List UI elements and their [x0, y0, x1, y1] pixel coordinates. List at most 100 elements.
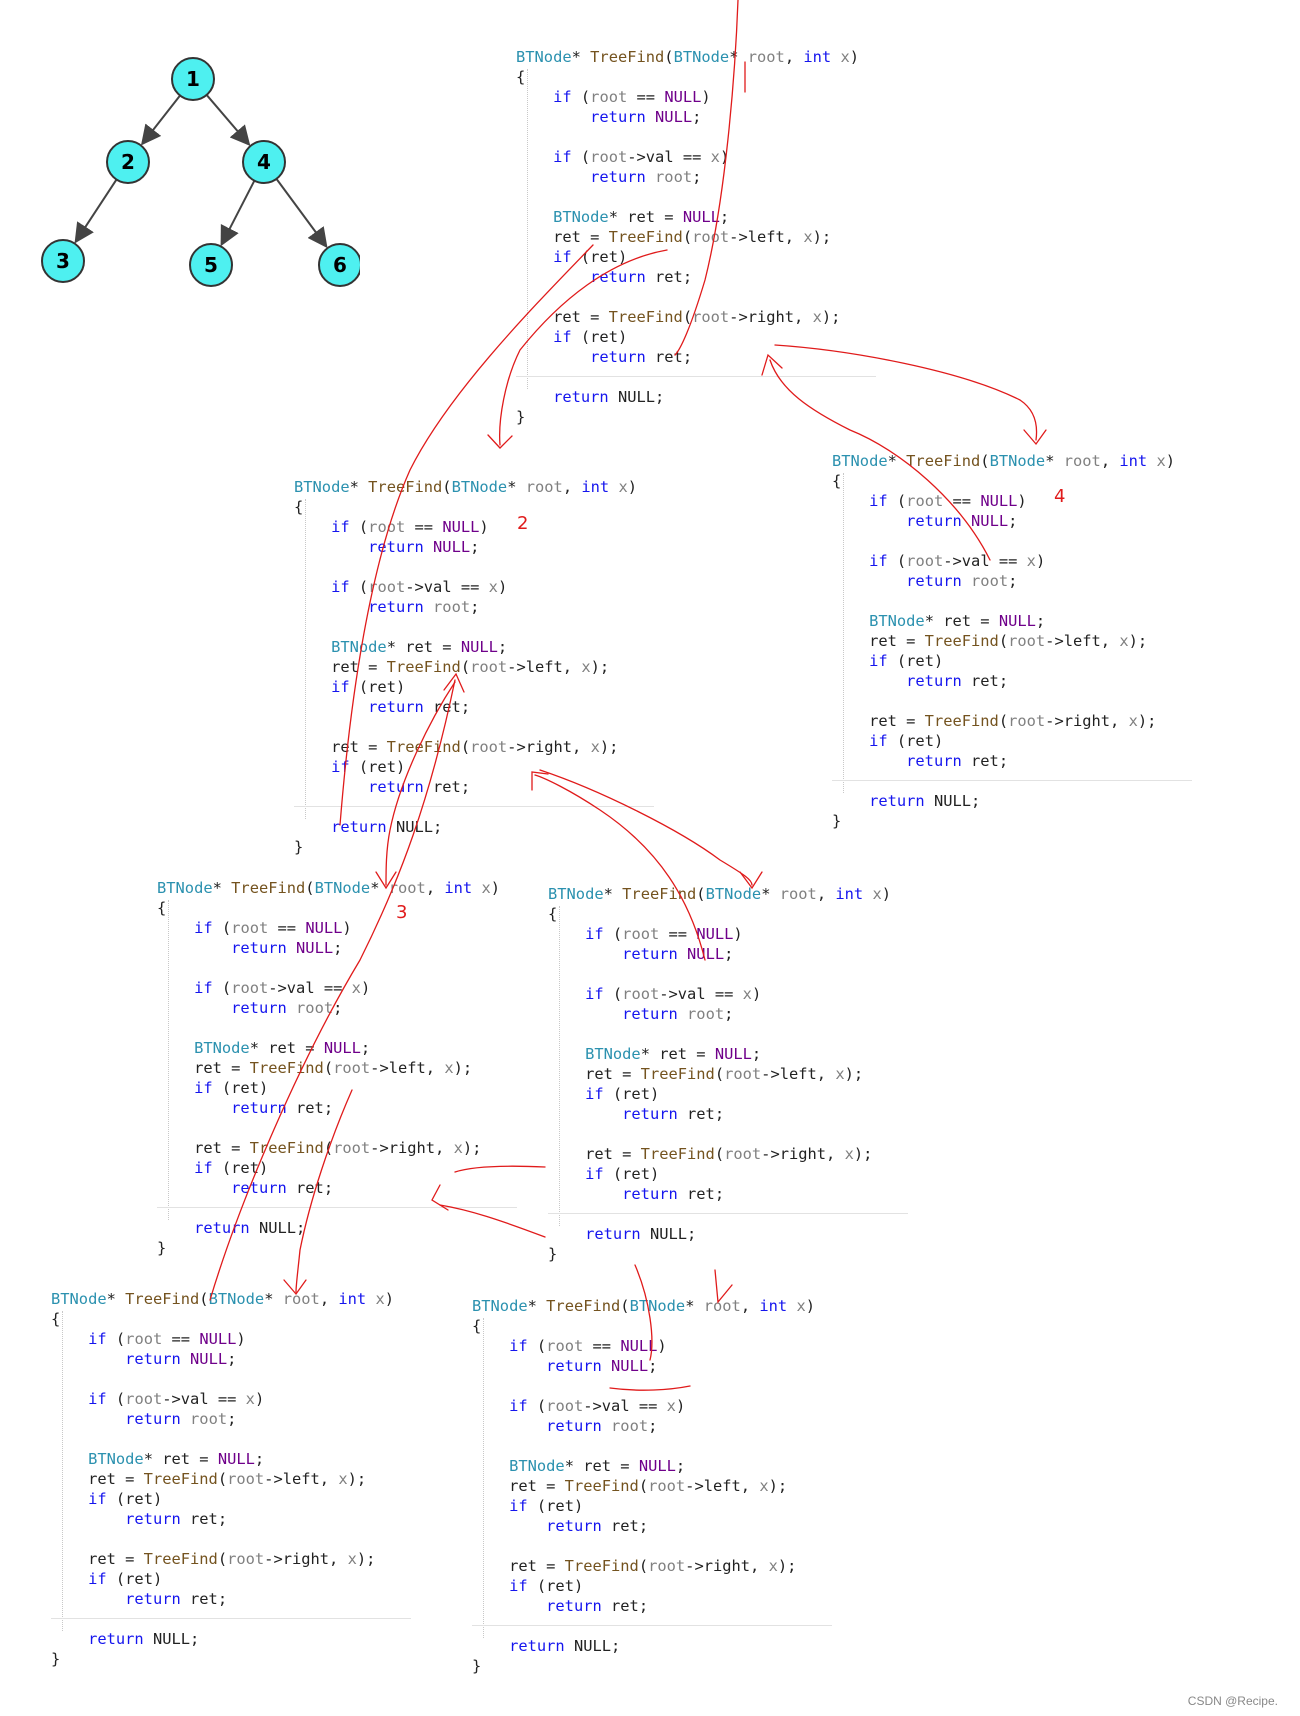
code-token: }: [472, 1657, 482, 1675]
code-token: root: [590, 148, 628, 166]
code-line: {: [548, 904, 891, 924]
code-line: return NULL;: [548, 1224, 891, 1244]
code-token: [294, 518, 331, 536]
arrowhead: [1023, 429, 1047, 446]
code-token: [548, 1085, 585, 1103]
code-token: x: [803, 228, 813, 246]
code-line: if (ret): [548, 1164, 891, 1184]
code-token: [516, 388, 553, 406]
code-token: (: [527, 1337, 547, 1355]
code-line: return root;: [548, 1004, 891, 1024]
indent-guide: [168, 900, 169, 1220]
code-token: return: [590, 268, 646, 286]
code-line: if (root == NULL): [472, 1336, 815, 1356]
code-token: TreeFind: [143, 1550, 218, 1568]
code-token: if: [331, 678, 350, 696]
code-token: BTNode: [548, 885, 604, 903]
code-token: TreeFind: [924, 712, 999, 730]
code-line: return NULL;: [516, 107, 859, 127]
code-token: return: [231, 1179, 287, 1197]
code-token: );: [590, 658, 610, 676]
code-token: ;: [1008, 572, 1018, 590]
code-token: NULL;: [386, 818, 443, 836]
code-token: ->right,: [761, 1145, 845, 1163]
code-line: return NULL;: [472, 1356, 815, 1376]
code-token: (ret): [603, 1085, 660, 1103]
code-token: ;: [724, 945, 734, 963]
code-token: TreeFind: [231, 879, 306, 897]
code-token: (ret): [527, 1497, 584, 1515]
code-token: ==: [627, 88, 665, 106]
code-token: ret;: [961, 672, 1009, 690]
code-token: [832, 732, 869, 750]
block-node-3: BTNode* TreeFind(BTNode* root, int x){ i…: [157, 878, 517, 1258]
code-token: root: [692, 228, 730, 246]
code-token: if: [194, 919, 213, 937]
code-token: BTNode: [314, 879, 371, 897]
code-token: (: [349, 578, 369, 596]
code-token: (: [199, 1290, 209, 1308]
code-token: * ret =: [386, 638, 461, 656]
code-token: TreeFind: [143, 1470, 218, 1488]
code-token: NULL: [638, 1457, 676, 1475]
code-token: (: [460, 738, 471, 756]
code-token: ): [479, 518, 489, 536]
code-token: x: [488, 578, 498, 596]
code-line: [157, 1018, 500, 1038]
code-token: [51, 1330, 88, 1348]
code-token: NULL: [971, 512, 1009, 530]
code-token: [548, 1185, 622, 1203]
code-token: [516, 248, 553, 266]
code-token: }: [832, 812, 842, 830]
code-token: if: [585, 985, 604, 1003]
code-token: if: [585, 1165, 604, 1183]
code-token: [472, 1397, 509, 1415]
code-token: * ret =: [249, 1039, 324, 1057]
code-token: [181, 1410, 190, 1428]
code-token: [51, 1390, 88, 1408]
code-token: x: [481, 879, 491, 897]
code-line: [51, 1429, 394, 1449]
code-token: BTNode: [194, 1039, 250, 1057]
separator-line: [51, 1618, 411, 1619]
code-token: x: [375, 1290, 385, 1308]
code-token: TreeFind: [564, 1557, 639, 1575]
code-token: [472, 1517, 546, 1535]
code-token: [472, 1417, 546, 1435]
code-token: ;: [648, 1417, 658, 1435]
block-null-right: BTNode* TreeFind(BTNode* root, int x){ i…: [472, 1296, 832, 1676]
code-token: BTNode: [629, 1297, 686, 1315]
tree-edge-4-6: [275, 178, 328, 249]
code-token: * ret =: [608, 208, 683, 226]
code-token: root: [125, 1330, 163, 1348]
code-token: root: [622, 925, 660, 943]
code-token: (: [571, 88, 591, 106]
code-token: root: [231, 979, 269, 997]
code-line: return ret;: [548, 1184, 891, 1204]
code-line: [294, 557, 637, 577]
code-line: BTNode* ret = NULL;: [51, 1449, 394, 1469]
code-line: ret = TreeFind(root->right, x);: [294, 737, 637, 757]
code-token: root: [692, 308, 730, 326]
code-token: ==: [162, 1330, 200, 1348]
code-token: root: [724, 1065, 762, 1083]
code-token: ->val ==: [627, 148, 711, 166]
code-line: [157, 1198, 500, 1218]
code-token: (: [217, 1470, 228, 1488]
code-token: ;: [1008, 512, 1018, 530]
code-token: BTNode: [585, 1045, 641, 1063]
code-token: [51, 1590, 125, 1608]
code-token: ): [1165, 452, 1176, 470]
code-token: BTNode: [294, 478, 350, 496]
code-token: if: [509, 1337, 528, 1355]
tree-node-6: 6: [318, 243, 360, 287]
code-token: return: [590, 108, 646, 126]
code-token: ;: [1035, 612, 1046, 630]
code-token: ): [490, 879, 501, 897]
code-token: [678, 1005, 687, 1023]
code-token: [832, 612, 869, 630]
code-token: return: [368, 698, 424, 716]
code-token: TreeFind: [608, 308, 683, 326]
code-token: return: [906, 512, 962, 530]
